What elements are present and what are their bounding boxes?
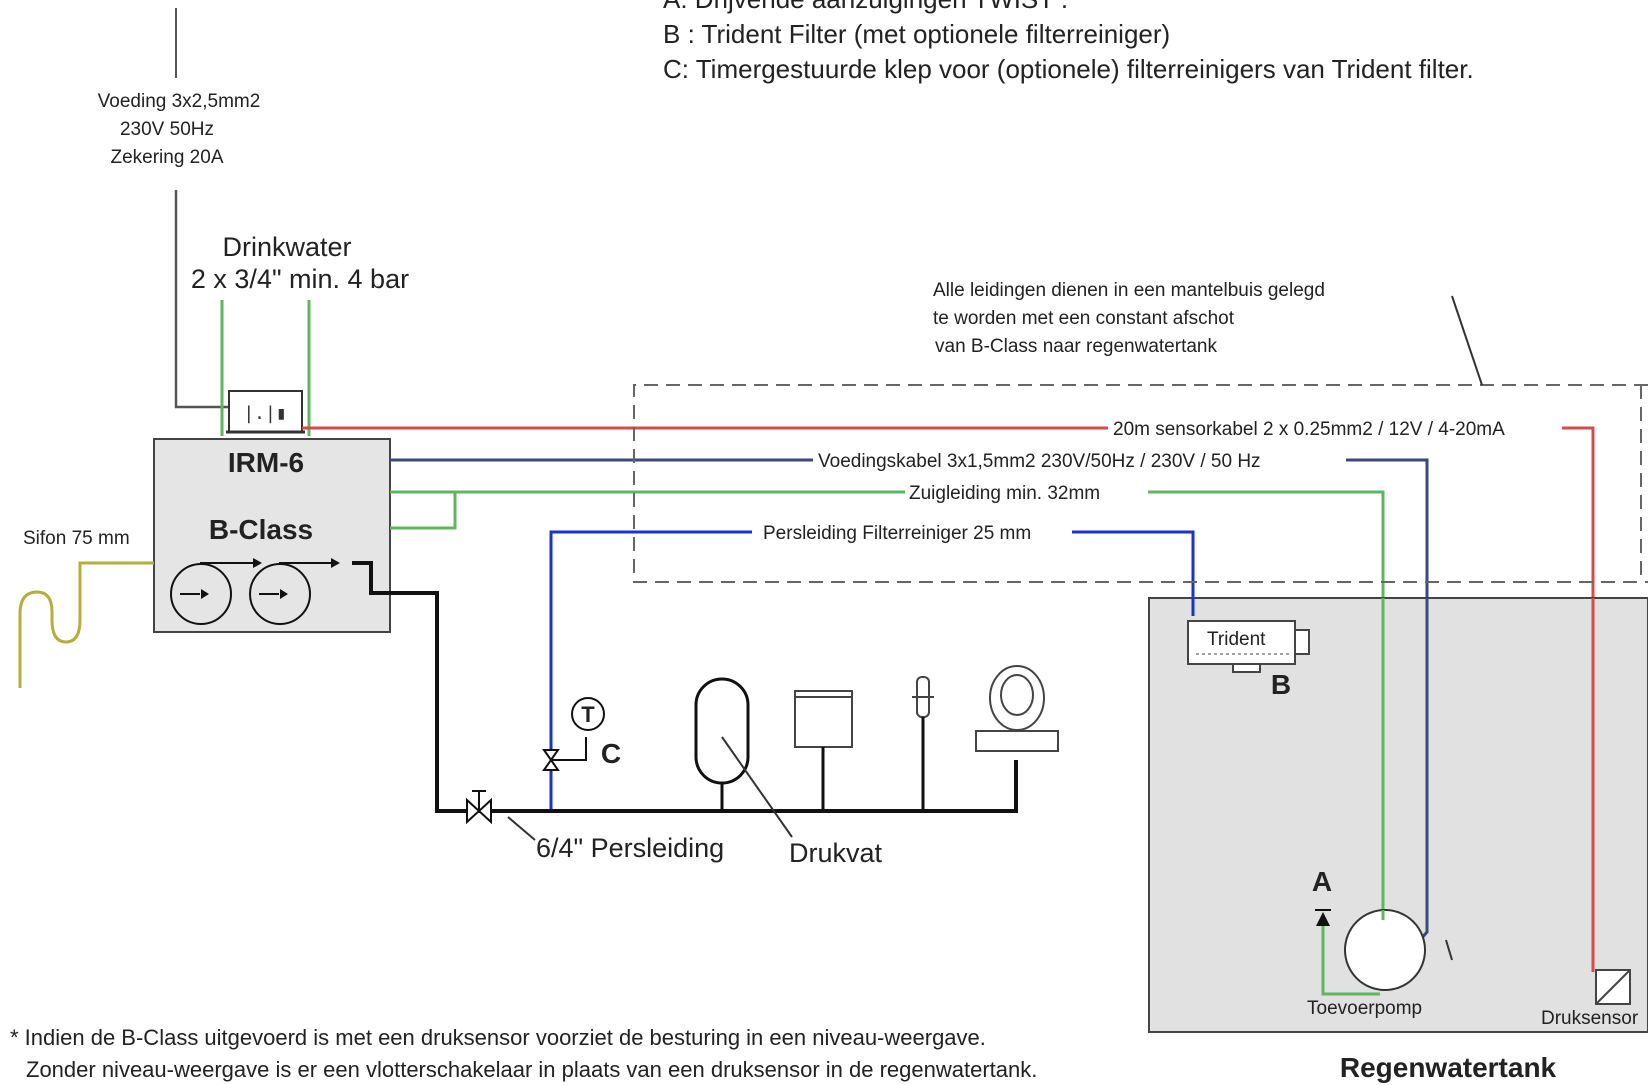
- unit-internal-flow-1: [200, 562, 253, 564]
- unit-model: IRM-6: [228, 447, 304, 478]
- footnote-line1: * Indien de B-Class uitgevoerd is met ee…: [10, 1025, 986, 1050]
- valve-c-timer-symbol: T: [581, 702, 595, 727]
- valve-c-top: [542, 749, 560, 762]
- pressure-cleaner-label: Persleiding Filterreiniger 25 mm: [763, 523, 1031, 544]
- conduit-note-pointer: [1451, 295, 1483, 386]
- main-valve-left: [466, 797, 481, 825]
- main-valve-right: [477, 797, 492, 825]
- suction-line-branch: [390, 492, 457, 530]
- trident-filter-cap: [1294, 629, 1310, 655]
- control-box: [228, 390, 303, 433]
- control-box-display: |.|▮: [243, 403, 286, 424]
- power-feed-line1: Voeding 3x2,5mm2: [98, 91, 261, 112]
- conduit-note-line2: te worden met een constant afschot: [933, 308, 1235, 329]
- power-cable-label: Voedingskabel 3x1,5mm2 230V/50Hz / 230V …: [818, 451, 1261, 472]
- valve-c-letter: C: [601, 738, 621, 769]
- legend-line-c: C: Timergestuurde klep voor (optionele) …: [663, 54, 1474, 84]
- sifon-pipe: [18, 561, 154, 688]
- unit-internal-flow-2: [279, 562, 331, 564]
- trident-filter-base: [1232, 663, 1261, 673]
- valve-c-actuator: [551, 737, 587, 761]
- legend-line-a: A: Drijvende aanzuigingen TWIST .: [663, 0, 1068, 14]
- pump-label: Toevoerpomp: [1307, 998, 1422, 1019]
- conduit-note-line1: Alle leidingen dienen in een mantelbuis …: [933, 280, 1325, 301]
- valve-c-timer: [571, 697, 605, 731]
- unit-pump-2-arrowhead: [280, 589, 288, 599]
- power-feed-lower: [174, 190, 229, 409]
- pressure-sensor-diagonal: [1595, 969, 1631, 1005]
- b-class-unit: [153, 438, 391, 633]
- pump-intake-arrow: [1316, 912, 1330, 926]
- valve-c-bottom: [542, 758, 560, 771]
- pump-intake: [1321, 920, 1380, 996]
- toilet-base: [975, 730, 1059, 752]
- washing-machine: [794, 690, 853, 748]
- toilet-bowl-inner: [1000, 674, 1034, 716]
- pressure-sensor-label: Druksensor: [1541, 1008, 1639, 1029]
- power-feed-line3: Zekering 20A: [110, 147, 223, 168]
- drinkwater-spec: 2 x 3/4" min. 4 bar: [191, 264, 409, 294]
- legend-line-b: B : Trident Filter (met optionele filter…: [663, 19, 1170, 49]
- pressure-line-main: [352, 561, 1018, 813]
- suction-line-label: Zuigleiding min. 32mm: [909, 483, 1100, 504]
- conduit-dashed-box: [633, 384, 1648, 583]
- pump-cable-mark: [1445, 939, 1453, 961]
- sensor-cable-label: 20m sensorkabel 2 x 0.25mm2 / 12V / 4-20…: [1113, 419, 1505, 440]
- pressure-line-pointer: [507, 816, 536, 841]
- drukvat-label: Drukvat: [789, 838, 883, 868]
- sifon-label: Sifon 75 mm: [23, 528, 130, 549]
- unit-internal-flow-1-head: [253, 558, 262, 568]
- pressure-cleaner-line-left: [549, 530, 752, 811]
- pump-letter: A: [1312, 866, 1332, 897]
- trident-label: Trident: [1207, 629, 1266, 650]
- feed-pump: [1344, 909, 1426, 991]
- pressure-line-label: 6/4" Persleiding: [536, 833, 724, 863]
- tank-label: Regenwatertank: [1340, 1052, 1557, 1083]
- power-feed-line2: 230V 50Hz: [120, 119, 214, 140]
- unit-class: B-Class: [209, 514, 313, 545]
- trident-letter: B: [1271, 669, 1291, 700]
- unit-internal-flow-2-head: [331, 558, 340, 568]
- drinkwater-title: Drinkwater: [222, 232, 351, 262]
- conduit-note-line3: van B-Class naar regenwatertank: [935, 336, 1217, 357]
- drukvat-pointer: [721, 736, 793, 838]
- unit-pump-1-arrowhead: [201, 589, 209, 599]
- footnote-line2: Zonder niveau-weergave is er een vlotter…: [26, 1057, 1037, 1082]
- trident-filter: [1187, 620, 1296, 665]
- drukvat-vessel: [694, 677, 750, 785]
